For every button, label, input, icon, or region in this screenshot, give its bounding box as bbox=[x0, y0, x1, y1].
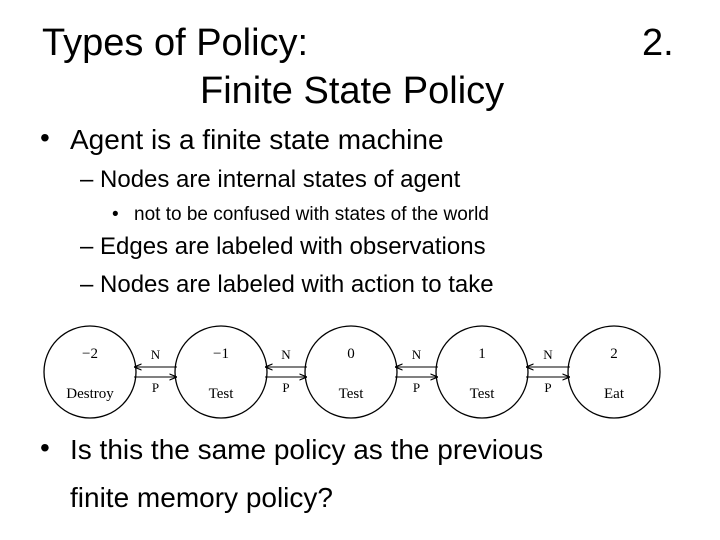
fsm-edge-label: P bbox=[544, 380, 551, 395]
fsm-edge-label: N bbox=[412, 347, 422, 362]
bullet-1-text: Agent is a finite state machine bbox=[70, 124, 444, 155]
fsm-edge-label: P bbox=[413, 380, 420, 395]
sub-bullet-nodes: – Nodes are internal states of agent bbox=[80, 166, 461, 193]
fsm-node-action: Eat bbox=[604, 386, 625, 402]
fsm-node-action: Test bbox=[470, 386, 496, 402]
slide-title-line1: Types of Policy: bbox=[42, 22, 309, 64]
fsm-edge-label: P bbox=[152, 380, 159, 395]
bullet-2-line1: Is this the same policy as the previous bbox=[70, 434, 544, 465]
fsm-node bbox=[567, 325, 661, 419]
sub-sub-bullet-text: not to be confused with states of the wo… bbox=[134, 204, 489, 225]
fsm-node-action: Test bbox=[209, 386, 235, 402]
sub-bullet-actions: – Nodes are labeled with action to take bbox=[80, 271, 494, 298]
fsm-edge-label: N bbox=[543, 347, 553, 362]
bullet-1-marker: • bbox=[40, 122, 50, 153]
fsm-node bbox=[174, 325, 268, 419]
fsm-node-state: 1 bbox=[478, 346, 486, 362]
fsm-node bbox=[304, 325, 398, 419]
sub-sub-bullet-marker: • bbox=[112, 204, 119, 225]
fsm-node bbox=[435, 325, 529, 419]
fsm-node-state: −1 bbox=[213, 346, 229, 362]
sub-bullet-edges: – Edges are labeled with observations bbox=[80, 233, 486, 260]
fsm-edge-label: P bbox=[282, 380, 289, 395]
fsm-node-state: −2 bbox=[82, 346, 98, 362]
fsm-edge-label: N bbox=[151, 347, 161, 362]
bullet-2-line2: finite memory policy? bbox=[70, 482, 333, 513]
fsm-node-action: Test bbox=[339, 386, 365, 402]
fsm-node bbox=[43, 325, 137, 419]
fsm-node-action: Destroy bbox=[66, 386, 114, 402]
slide-number: 2. bbox=[642, 22, 674, 64]
slide-title-line2: Finite State Policy bbox=[200, 70, 505, 112]
fsm-edge-label: N bbox=[281, 347, 291, 362]
fsm-node-state: 2 bbox=[610, 346, 618, 362]
bullet-2-marker: • bbox=[40, 432, 50, 463]
fsm-node-state: 0 bbox=[347, 346, 355, 362]
